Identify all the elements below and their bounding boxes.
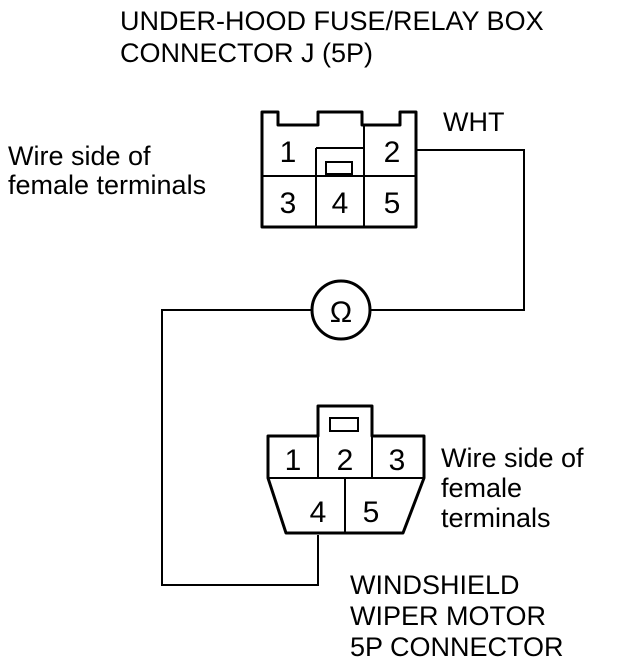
test-wires [161,149,525,586]
connector-j-title-line1: UNDER-HOOD FUSE/RELAY BOX [120,6,544,36]
ohmmeter-icon: Ω [310,279,372,341]
wiper-pin-2: 2 [337,444,354,477]
wire-color-label: WHT [443,107,504,137]
wiper-title-line3: 5P CONNECTOR [350,632,564,662]
connector-j-pin-2: 2 [384,136,401,169]
wiper-side-label-line3: terminals [441,503,551,533]
ohm-symbol: Ω [330,296,352,329]
connector-j-pin-1: 1 [280,136,297,169]
connector-j: 1 2 3 4 5 [260,110,418,229]
connector-j-side-label-line1: Wire side of [8,141,151,171]
wiper-pin-3: 3 [389,444,406,477]
connector-j-pin-3: 3 [280,187,297,220]
connector-j-pin-5: 5 [384,187,401,220]
connector-j-title-line2: CONNECTOR J (5P) [120,38,373,68]
wiper-connector: 1 2 3 4 5 [266,404,426,535]
wiper-title-line1: WINDSHIELD [350,570,520,600]
wiper-pin-4: 4 [310,496,327,529]
connector-j-side-label-line2: female terminals [8,170,206,200]
wiper-pin-5: 5 [363,496,380,529]
wiper-side-label-line2: female [441,473,522,503]
wiper-title-line2: WIPER MOTOR [350,601,546,631]
connector-j-pin-4: 4 [332,187,349,220]
wiper-side-label-line1: Wire side of [441,443,584,473]
wiper-pin-1: 1 [285,444,302,477]
